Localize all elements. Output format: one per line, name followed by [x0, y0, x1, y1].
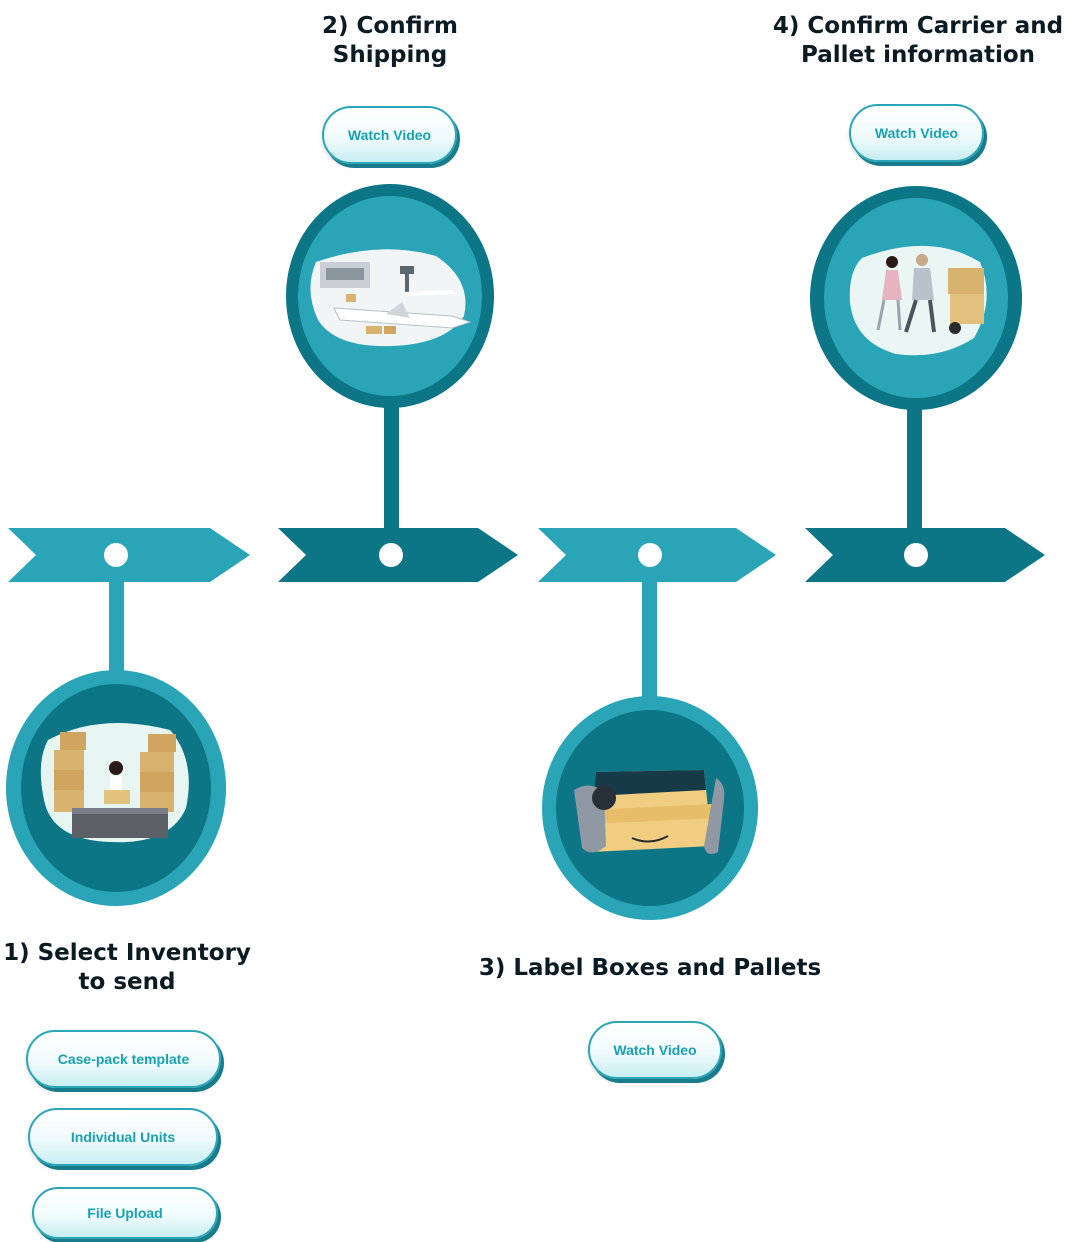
step3-watch-video-button[interactable]: Watch Video [588, 1021, 722, 1079]
step3-title: 3) Label Boxes and Pallets [470, 954, 830, 983]
step4-title-line1: 4) Confirm Carrier and [772, 13, 1064, 39]
labeled-box-icon [542, 696, 758, 920]
step3-dot [638, 543, 662, 567]
step2-title-line1: 2) Confirm [322, 13, 458, 39]
step1-title-line2: to send [78, 969, 176, 995]
step2-dot [379, 543, 403, 567]
individual-units-button[interactable]: Individual Units [28, 1108, 218, 1166]
step1-title: 1) Select Inventory to send [0, 939, 254, 997]
step3-title-line1: 3) Label Boxes and Pallets [478, 955, 822, 981]
step2-watch-video-button[interactable]: Watch Video [322, 106, 457, 164]
step3-connector [642, 556, 657, 706]
carrier-pallet-icon [810, 186, 1022, 410]
step4-watch-video-button[interactable]: Watch Video [849, 104, 984, 162]
step1-chevron [8, 528, 250, 582]
step4-title-line2: Pallet information [800, 42, 1036, 68]
case-pack-template-button[interactable]: Case-pack template [26, 1030, 221, 1088]
step1-title-line1: 1) Select Inventory [3, 940, 251, 966]
step4-connector [907, 400, 922, 556]
file-upload-button[interactable]: File Upload [32, 1187, 218, 1239]
warehouse-inventory-icon [6, 670, 226, 906]
step1-dot [104, 543, 128, 567]
step1-connector [109, 556, 124, 696]
step4-title: 4) Confirm Carrier and Pallet informatio… [770, 12, 1066, 70]
airport-shipping-icon [286, 184, 494, 408]
step2-connector [384, 400, 399, 556]
step4-dot [904, 543, 928, 567]
step2-title-line2: Shipping [332, 42, 448, 68]
step2-title: 2) Confirm Shipping [290, 12, 490, 70]
